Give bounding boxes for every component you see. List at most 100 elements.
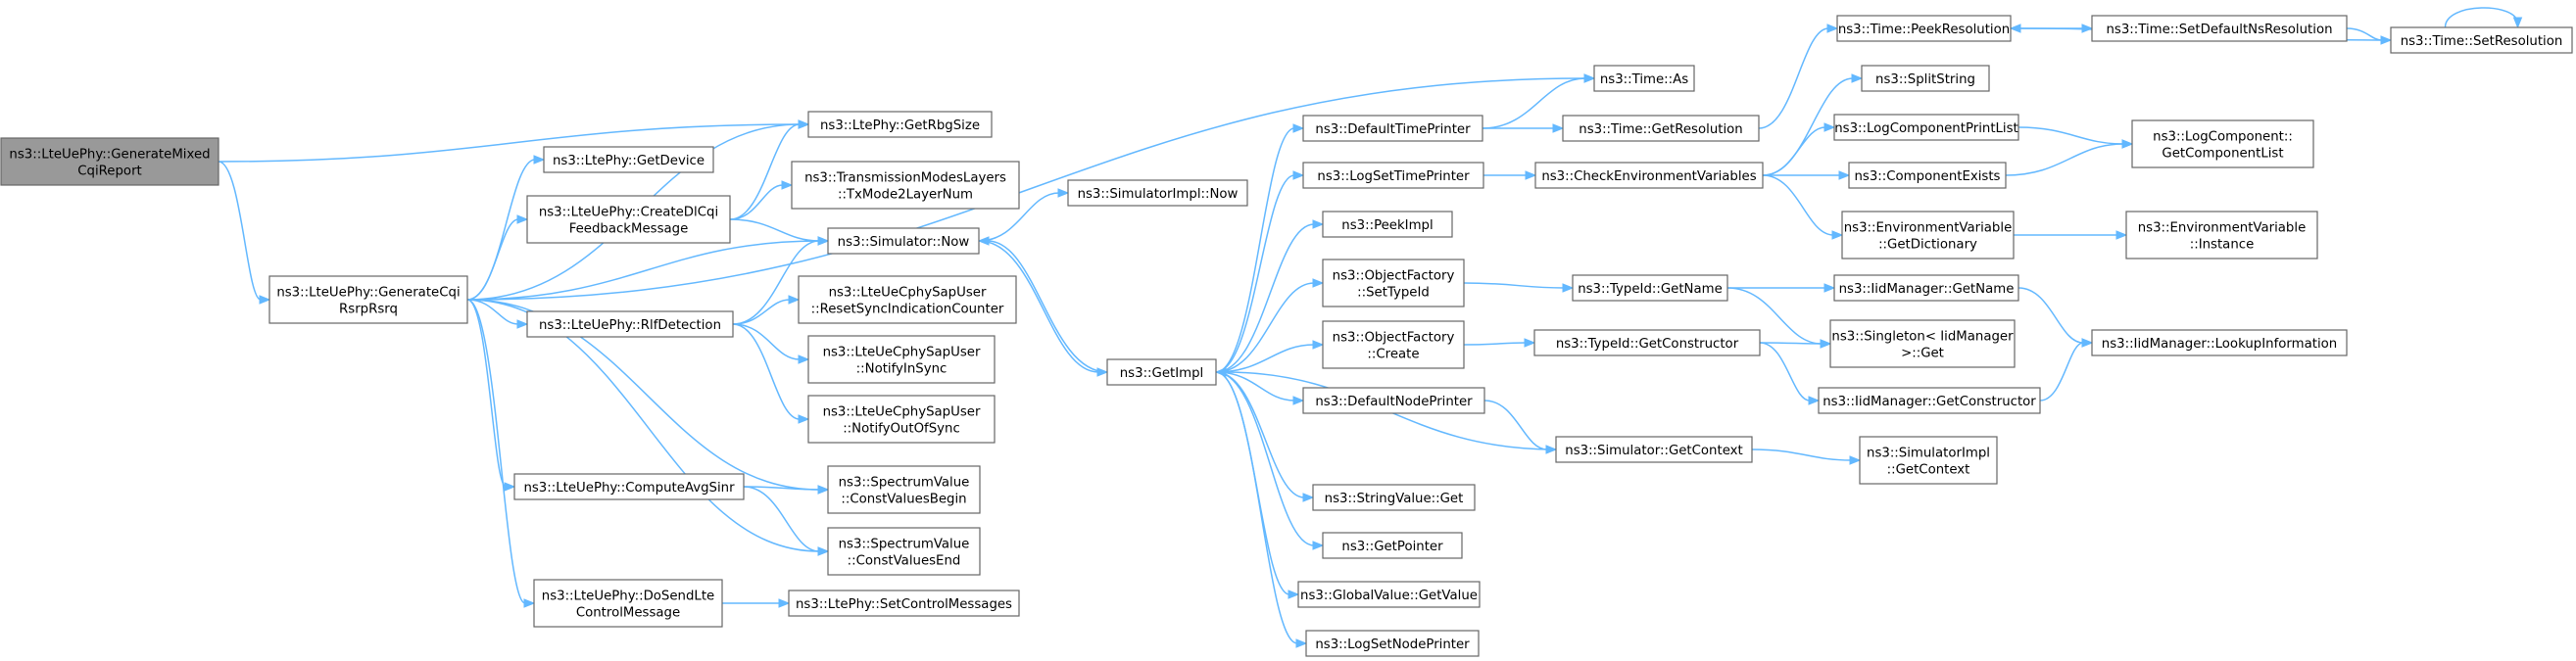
edge-dosend-setctrl [721, 598, 791, 608]
edge-line [2346, 27, 2383, 41]
node-box [1302, 162, 1484, 189]
edge-arrowhead [1851, 73, 1864, 83]
node-label: ns3::GetPointer [1341, 540, 1443, 554]
edge-getimpl-ofsettype [1215, 278, 1325, 373]
node-gvget[interactable]: ns3::GlobalValue::GetValue [1297, 581, 1481, 608]
node-setres[interactable]: ns3::Time::SetResolution [2390, 26, 2573, 54]
edge-line [743, 486, 820, 491]
node-ofsettype[interactable]: ns3::ObjectFactory::SetTypeId [1322, 259, 1465, 307]
node-box [798, 275, 1017, 324]
node-getdevice[interactable]: ns3::LtePhy::GetDevice [543, 146, 714, 173]
node-avgsinr[interactable]: ns3::LteUePhy::ComputeAvgSinr [513, 473, 745, 500]
node-getcomplist[interactable]: ns3::LogComponent::GetComponentList [2131, 119, 2314, 168]
node-simgetctx[interactable]: ns3::Simulator::GetContext [1555, 436, 1753, 463]
node-label: ns3::PeekImpl [1341, 218, 1433, 233]
node-svget[interactable]: ns3::StringValue::Get [1312, 484, 1476, 511]
node-box [1859, 436, 1998, 485]
node-setctrl[interactable]: ns3::LtePhy::SetControlMessages [788, 590, 1020, 617]
edge-iidgetctor-lookupinfo [2039, 338, 2094, 401]
node-checkenv[interactable]: ns3::CheckEnvironmentVariables [1534, 162, 1764, 189]
node-label: ns3::IidManager::GetName [1839, 282, 2015, 297]
edge-arrowhead [1820, 339, 1832, 349]
node-label: ::TxMode2LayerNum [838, 188, 973, 203]
node-simnow[interactable]: ns3::Simulator::Now [827, 227, 980, 255]
edge-arrowhead [1288, 590, 1300, 599]
edge-line [1215, 344, 1315, 373]
node-label: ns3::Singleton< IidManager [1831, 330, 2014, 345]
node-label: ns3::TypeId::GetName [1578, 282, 1723, 297]
node-getimpl[interactable]: ns3::GetImpl [1106, 358, 1217, 386]
node-deftime[interactable]: ns3::DefaultTimePrinter [1302, 115, 1483, 142]
node-logsetnode[interactable]: ns3::LogSetNodePrinter [1305, 630, 1480, 657]
node-label: ControlMessage [576, 606, 680, 621]
edge-line [1215, 371, 1295, 401]
edge-checkenv-compexists [1763, 170, 1851, 180]
node-box [807, 335, 996, 384]
node-ofcreate[interactable]: ns3::ObjectFactory::Create [1322, 320, 1465, 369]
node-peekres[interactable]: ns3::Time::PeekResolution [1836, 15, 2012, 42]
node-label: ::ResetSyncIndicationCounter [811, 303, 1004, 317]
node-peekimpl[interactable]: ns3::PeekImpl [1322, 211, 1453, 238]
edge-iidgetname-lookupinfo [2017, 287, 2094, 348]
edge-line [978, 240, 1099, 373]
node-notifyin[interactable]: ns3::LteUeCphySapUser::NotifyInSync [807, 335, 996, 384]
node-singleton[interactable]: ns3::Singleton< IidManager>::Get [1829, 319, 2016, 368]
node-label: ns3::LteUePhy::CreateDlCqi [539, 206, 718, 220]
edge-arrowhead [1214, 367, 1227, 377]
node-tidgetctor[interactable]: ns3::TypeId::GetConstructor [1533, 329, 1761, 356]
node-rlf[interactable]: ns3::LteUePhy::RlfDetection [526, 310, 734, 338]
node-label: ns3::SimulatorImpl::Now [1078, 187, 1239, 202]
node-cvbegin[interactable]: ns3::SpectrumValue::ConstValuesBegin [827, 465, 981, 514]
node-resetsync[interactable]: ns3::LteUeCphySapUser::ResetSyncIndicati… [798, 275, 1017, 324]
node-tidgetname[interactable]: ns3::TypeId::GetName [1572, 274, 1728, 302]
node-envinstance[interactable]: ns3::EnvironmentVariable::Instance [2125, 211, 2318, 260]
edge-getimpl-ofcreate [1215, 340, 1325, 373]
node-label: ns3::EnvironmentVariable [1844, 221, 2013, 236]
node-box [807, 395, 996, 444]
node-lookupinfo[interactable]: ns3::IidManager::LookupInformation [2091, 329, 2348, 356]
edge-tidgetctor-iidgetctor [1759, 342, 1821, 405]
node-logcompprint[interactable]: ns3::LogComponentPrintList [1833, 114, 2019, 141]
node-compexists[interactable]: ns3::ComponentExists [1848, 162, 2007, 189]
node-cvend[interactable]: ns3::SpectrumValue::ConstValuesEnd [827, 527, 981, 576]
node-label: ns3::Time::SetResolution [2401, 34, 2563, 49]
node-iidgetname[interactable]: ns3::IidManager::GetName [1833, 274, 2019, 302]
node-timeas[interactable]: ns3::Time::As [1593, 65, 1695, 92]
edge-arrowhead [1312, 541, 1325, 550]
node-defnode[interactable]: ns3::DefaultNodePrinter [1302, 387, 1485, 414]
edge-arrowhead [798, 414, 810, 424]
node-label: >::Get [1901, 347, 1944, 361]
node-label: ns3::LtePhy::GetDevice [553, 154, 705, 168]
node-txmode[interactable]: ns3::TransmissionModesLayers::TxMode2Lay… [791, 161, 1020, 210]
edge-line [466, 299, 526, 604]
edge-rlf-simnow [732, 236, 830, 325]
edge-gencqi-dosend [466, 299, 536, 608]
edge-arrowhead [1302, 493, 1315, 502]
edge-envgetdict-envinstance [2014, 230, 2128, 240]
edge-gencqi-avgsinr [466, 299, 516, 492]
node-timegetres[interactable]: ns3::Time::GetResolution [1562, 115, 1760, 142]
node-label: ::NotifyOutOfSync [843, 422, 960, 437]
node-label: ::NotifyInSync [856, 362, 948, 377]
node-splitstr[interactable]: ns3::SplitString [1861, 65, 1990, 92]
edge-line [1482, 77, 1586, 129]
node-setdefns[interactable]: ns3::Time::SetDefaultNsResolution [2091, 15, 2348, 42]
node-getpointer[interactable]: ns3::GetPointer [1322, 532, 1463, 559]
node-label: ns3::SimulatorImpl [1867, 447, 1990, 461]
node-logsettime[interactable]: ns3::LogSetTimePrinter [1302, 162, 1484, 189]
node-iidgetctor[interactable]: ns3::IidManager::GetConstructor [1818, 387, 2041, 414]
node-box [1848, 162, 2007, 189]
node-simimplctx[interactable]: ns3::SimulatorImpl::GetContext [1859, 436, 1998, 485]
node-label: ns3::LteUeCphySapUser [823, 405, 981, 420]
node-notifyout[interactable]: ns3::LteUeCphySapUser::NotifyOutOfSync [807, 395, 996, 444]
edge-line [218, 123, 801, 163]
node-rbgsize[interactable]: ns3::LtePhy::GetRbgSize [807, 111, 993, 138]
edge-line [732, 299, 791, 325]
node-box [533, 579, 723, 628]
node-simimplnow[interactable]: ns3::SimulatorImpl::Now [1067, 179, 1248, 207]
node-createdlcqi[interactable]: ns3::LteUePhy::CreateDlCqiFeedbackMessag… [526, 195, 731, 244]
node-envgetdict[interactable]: ns3::EnvironmentVariable::GetDictionary [1841, 211, 2015, 260]
